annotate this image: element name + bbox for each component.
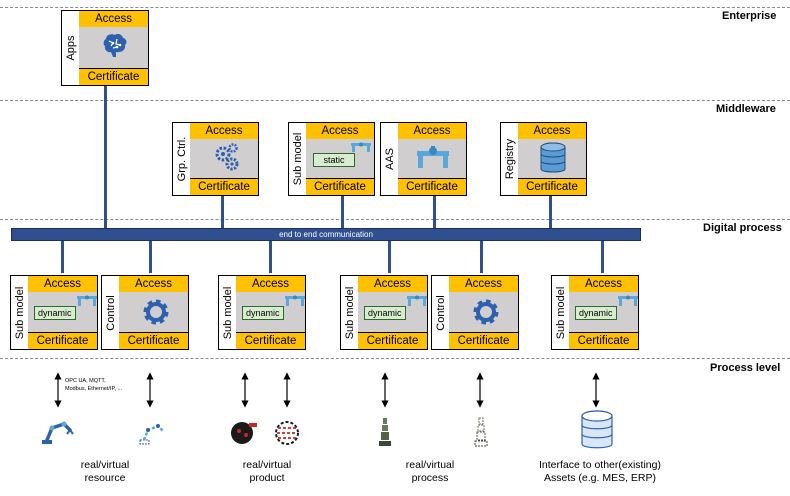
caption-process: real/virtual process: [405, 459, 455, 484]
aas-box[interactable]: AAS Access Certificate: [380, 122, 467, 196]
layer-label-middleware: Middleware: [716, 103, 776, 115]
layer-label-digital-process: Digital process: [703, 222, 782, 234]
control-box-1[interactable]: Control Access Certificate: [101, 275, 189, 350]
submodel-box-middleware[interactable]: Sub model Access static Certificate: [288, 122, 375, 196]
registry-box[interactable]: Registry Access Certificate: [500, 122, 587, 196]
control-core: [119, 292, 188, 333]
layer-label-process-level: Process level: [710, 362, 781, 374]
certificate-bar: Certificate: [236, 332, 305, 349]
certificate-bar: Certificate: [569, 332, 638, 349]
gear-icon: [143, 299, 169, 325]
connector-dp-4: [388, 241, 391, 273]
certificate-bar: Certificate: [358, 332, 427, 349]
protocol-note-1: OPC UA, MQTT,: [65, 378, 106, 384]
robot-arm-icon: [77, 295, 97, 306]
workpiece-icon: [275, 421, 299, 445]
submodel-box-4[interactable]: Sub model Access dynamic Certificate: [551, 275, 639, 350]
apps-core: [79, 27, 148, 69]
connector-submodel-mw: [341, 195, 344, 229]
certificate-bar: Certificate: [190, 178, 258, 195]
workpiece-icon: [231, 422, 257, 444]
database-icon: [540, 142, 566, 173]
submodel-core: dynamic: [236, 292, 305, 333]
caption-resource: real/virtual resource: [80, 459, 130, 484]
submodel-box-3[interactable]: Sub model Access dynamic Certificate: [340, 275, 428, 350]
connector-dp-6: [601, 241, 604, 273]
certificate-bar: Certificate: [79, 68, 148, 85]
brain-icon: [103, 34, 127, 57]
caption-product: real/virtual product: [242, 459, 292, 484]
submodel-core: dynamic: [569, 292, 638, 333]
submodel-box-2[interactable]: Sub model Access dynamic Certificate: [218, 275, 306, 350]
robot-arm-icon: [618, 295, 638, 306]
protocol-note-2: Modbus, Ethernet/IP, ...: [65, 386, 123, 392]
control-core: [449, 292, 518, 333]
gears-icon: [215, 143, 239, 171]
database-icon: [581, 410, 613, 449]
connector-dp-1: [61, 241, 64, 273]
layer-separator-middleware: [0, 100, 790, 101]
access-bar: Access: [569, 276, 638, 293]
dynamic-label: dynamic: [575, 306, 617, 320]
signal-tower-icon: [379, 418, 391, 446]
connector-dp-5: [480, 241, 483, 273]
connector-dp-3: [269, 241, 272, 273]
layer-label-enterprise: Enterprise: [722, 10, 777, 22]
connector-registry: [549, 195, 552, 229]
grp-ctrl-core: [190, 139, 258, 179]
submodel-core: static: [306, 139, 374, 179]
access-bar: Access: [358, 276, 427, 293]
certificate-bar: Certificate: [518, 178, 586, 195]
bus-label: end to end communication: [279, 230, 373, 239]
static-label: static: [313, 153, 355, 167]
robot-arm-icon: [139, 424, 164, 445]
dynamic-label: dynamic: [242, 306, 284, 320]
layer-separator-top: [0, 7, 790, 8]
communication-bus: end to end communication: [11, 228, 641, 241]
caption-interface: Interface to other(existing) Assets (e.g…: [539, 459, 661, 484]
certificate-bar: Certificate: [449, 332, 518, 349]
aas-core: [398, 139, 466, 179]
connector-grp-ctrl: [221, 195, 224, 229]
certificate-bar: Certificate: [119, 332, 188, 349]
connector-apps: [104, 85, 107, 229]
apps-box[interactable]: Apps Access Certificate: [61, 10, 149, 86]
registry-core: [518, 139, 586, 179]
gear-icon: [473, 299, 499, 325]
control-box-2[interactable]: Control Access Certificate: [431, 275, 519, 350]
signal-tower-icon: [474, 417, 488, 447]
connector-dp-2: [149, 241, 152, 273]
submodel-box-1[interactable]: Sub model Access dynamic Certificate: [10, 275, 98, 350]
certificate-bar: Certificate: [398, 178, 466, 195]
dynamic-label: dynamic: [34, 306, 76, 320]
submodel-core: dynamic: [28, 292, 97, 333]
robot-arm-icon: [351, 142, 371, 152]
layer-separator-digital: [0, 219, 790, 220]
robot-arm-icon: [42, 421, 74, 444]
submodel-core: dynamic: [358, 292, 427, 333]
robot-arm-icon: [285, 295, 305, 306]
robot-arm-icon: [407, 295, 427, 306]
grp-ctrl-box[interactable]: Grp. Ctrl. Access Certificate: [172, 122, 259, 196]
connector-aas: [433, 195, 436, 229]
certificate-bar: Certificate: [306, 178, 374, 195]
robot-arm-icon: [417, 146, 449, 168]
layer-separator-process: [0, 358, 790, 359]
certificate-bar: Certificate: [28, 332, 97, 349]
dynamic-label: dynamic: [364, 306, 406, 320]
